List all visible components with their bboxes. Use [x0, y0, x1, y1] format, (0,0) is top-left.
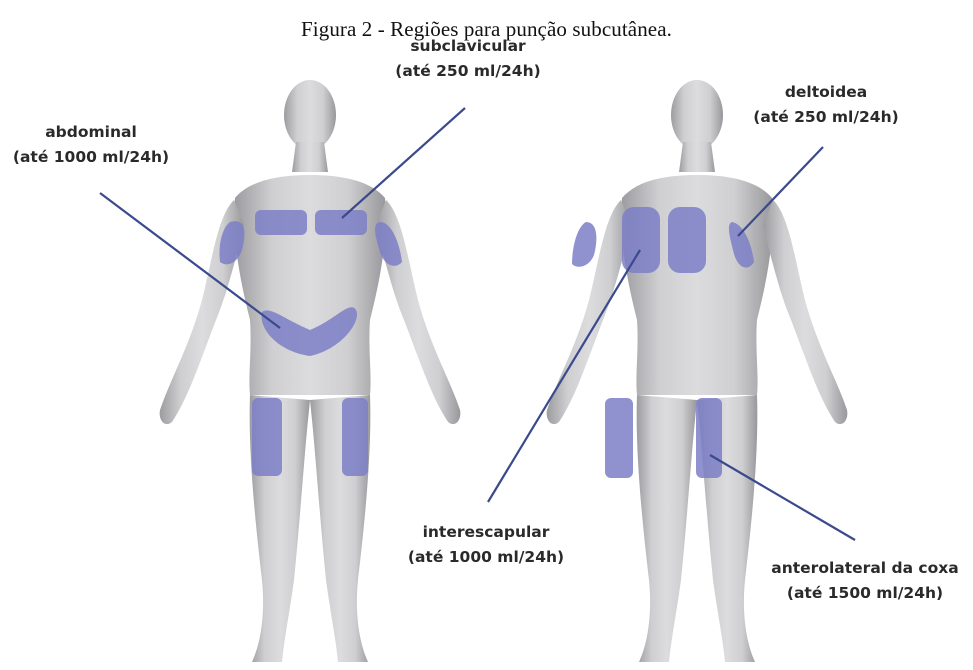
label-deltoidea: deltoidea (até 250 ml/24h) [740, 80, 912, 130]
label-abdominal-name: abdominal [6, 120, 176, 145]
region-thigh-back-right [696, 398, 722, 478]
label-anterolateral: anterolateral da coxa (até 1500 ml/24h) [764, 556, 966, 606]
region-thigh-front-left [252, 398, 282, 476]
leader-line-subclavicular [342, 108, 465, 218]
label-subclavicular: subclavicular (até 250 ml/24h) [382, 34, 554, 84]
label-interescapular: interescapular (até 1000 ml/24h) [400, 520, 572, 570]
label-abdominal: abdominal (até 1000 ml/24h) [6, 120, 176, 170]
region-subclavicular-left [255, 210, 307, 235]
region-deltoid-back-left [572, 222, 596, 267]
label-deltoidea-limit: (até 250 ml/24h) [740, 105, 912, 130]
label-anterolateral-limit: (até 1500 ml/24h) [764, 581, 966, 606]
label-abdominal-limit: (até 1000 ml/24h) [6, 145, 176, 170]
label-interescapular-limit: (até 1000 ml/24h) [400, 545, 572, 570]
region-thigh-back-left [605, 398, 633, 478]
label-subclavicular-limit: (até 250 ml/24h) [382, 59, 554, 84]
label-subclavicular-name: subclavicular [382, 34, 554, 59]
front-body-figure [160, 80, 461, 662]
region-subclavicular-right [315, 210, 367, 235]
label-deltoidea-name: deltoidea [740, 80, 912, 105]
region-interscapular-right [668, 207, 706, 273]
region-thigh-front-right [342, 398, 368, 476]
label-interescapular-name: interescapular [400, 520, 572, 545]
label-anterolateral-name: anterolateral da coxa [764, 556, 966, 581]
region-interscapular-left [622, 207, 660, 273]
